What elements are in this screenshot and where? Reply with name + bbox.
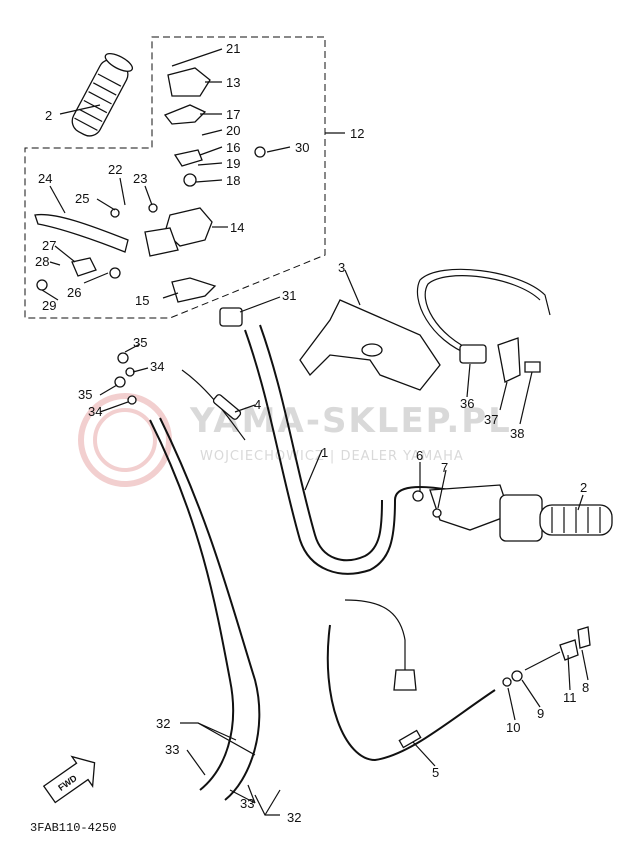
callout-6: 6 [416, 448, 423, 463]
callout-37: 37 [484, 412, 498, 427]
callout-29: 29 [42, 298, 56, 313]
callout-13: 13 [226, 75, 240, 90]
assembly-outline [24, 36, 326, 319]
callout-24: 24 [38, 171, 52, 186]
callout-32-lower: 32 [287, 810, 301, 825]
callout-25: 25 [75, 191, 89, 206]
callout-32-upper: 32 [156, 716, 170, 731]
callout-20: 20 [226, 123, 240, 138]
brake-cables [149, 417, 261, 801]
callout-22: 22 [108, 162, 122, 177]
handlebar-cover [299, 299, 441, 391]
callout-12: 12 [350, 126, 364, 141]
throttle-housing-parts [36, 67, 266, 303]
watermark-subtitle: WOJCIECHOWICZ | DEALER YAMAHA [200, 449, 464, 464]
callout-5: 5 [432, 765, 439, 780]
callout-35-lower: 35 [78, 387, 92, 402]
callout-23: 23 [133, 171, 147, 186]
callout-27: 27 [42, 238, 56, 253]
callout-34-upper: 34 [150, 359, 164, 374]
callout-14: 14 [230, 220, 244, 235]
callout-36: 36 [460, 396, 474, 411]
drawing-code: 3FAB110-4250 [30, 821, 116, 835]
callout-9: 9 [537, 706, 544, 721]
callout-17: 17 [226, 107, 240, 122]
callout-11: 11 [563, 690, 577, 705]
fwd-arrow-icon: FWD [42, 755, 96, 804]
callout-15: 15 [135, 293, 149, 308]
leader-lines [41, 48, 589, 816]
callout-2-right-grip: 2 [580, 480, 587, 495]
callout-3: 3 [338, 260, 345, 275]
callout-7: 7 [441, 460, 448, 475]
callout-19: 19 [226, 156, 240, 171]
cable-bracket [497, 337, 541, 383]
callout-4: 4 [254, 397, 261, 412]
right-grip-assembly [412, 484, 613, 542]
callout-34-lower: 34 [88, 404, 102, 419]
callout-30: 30 [295, 140, 309, 155]
switch-wire [344, 599, 417, 691]
callout-31: 31 [282, 288, 296, 303]
watermark-brand: YAMA-SKLEP.PL [189, 401, 512, 441]
cable-adjuster [502, 626, 591, 687]
callout-18: 18 [226, 173, 240, 188]
small-fittings [114, 307, 243, 405]
callout-33-lower: 33 [240, 796, 254, 811]
callout-21: 21 [226, 41, 240, 56]
choke-cable [181, 369, 246, 441]
callout-28: 28 [35, 254, 49, 269]
brake-lever [34, 213, 129, 277]
callout-8: 8 [582, 680, 589, 695]
callout-26: 26 [67, 285, 81, 300]
clutch-cable [326, 624, 496, 762]
watermark: YAMA-SKLEP.PL WOJCIECHOWICZ | DEALER YAM… [78, 393, 512, 487]
left-grip [71, 52, 134, 137]
callout-2-left-grip: 2 [45, 108, 52, 123]
callout-1: 1 [321, 445, 328, 460]
callout-10: 10 [506, 720, 520, 735]
callouts: 21 13 2 17 20 12 16 30 19 22 18 24 23 25… [35, 41, 589, 825]
callout-35-upper: 35 [133, 335, 147, 350]
throttle-cable [416, 268, 551, 364]
callout-38: 38 [510, 426, 524, 441]
callout-16: 16 [226, 140, 240, 155]
callout-33-upper: 33 [165, 742, 179, 757]
handlebar [244, 324, 451, 575]
